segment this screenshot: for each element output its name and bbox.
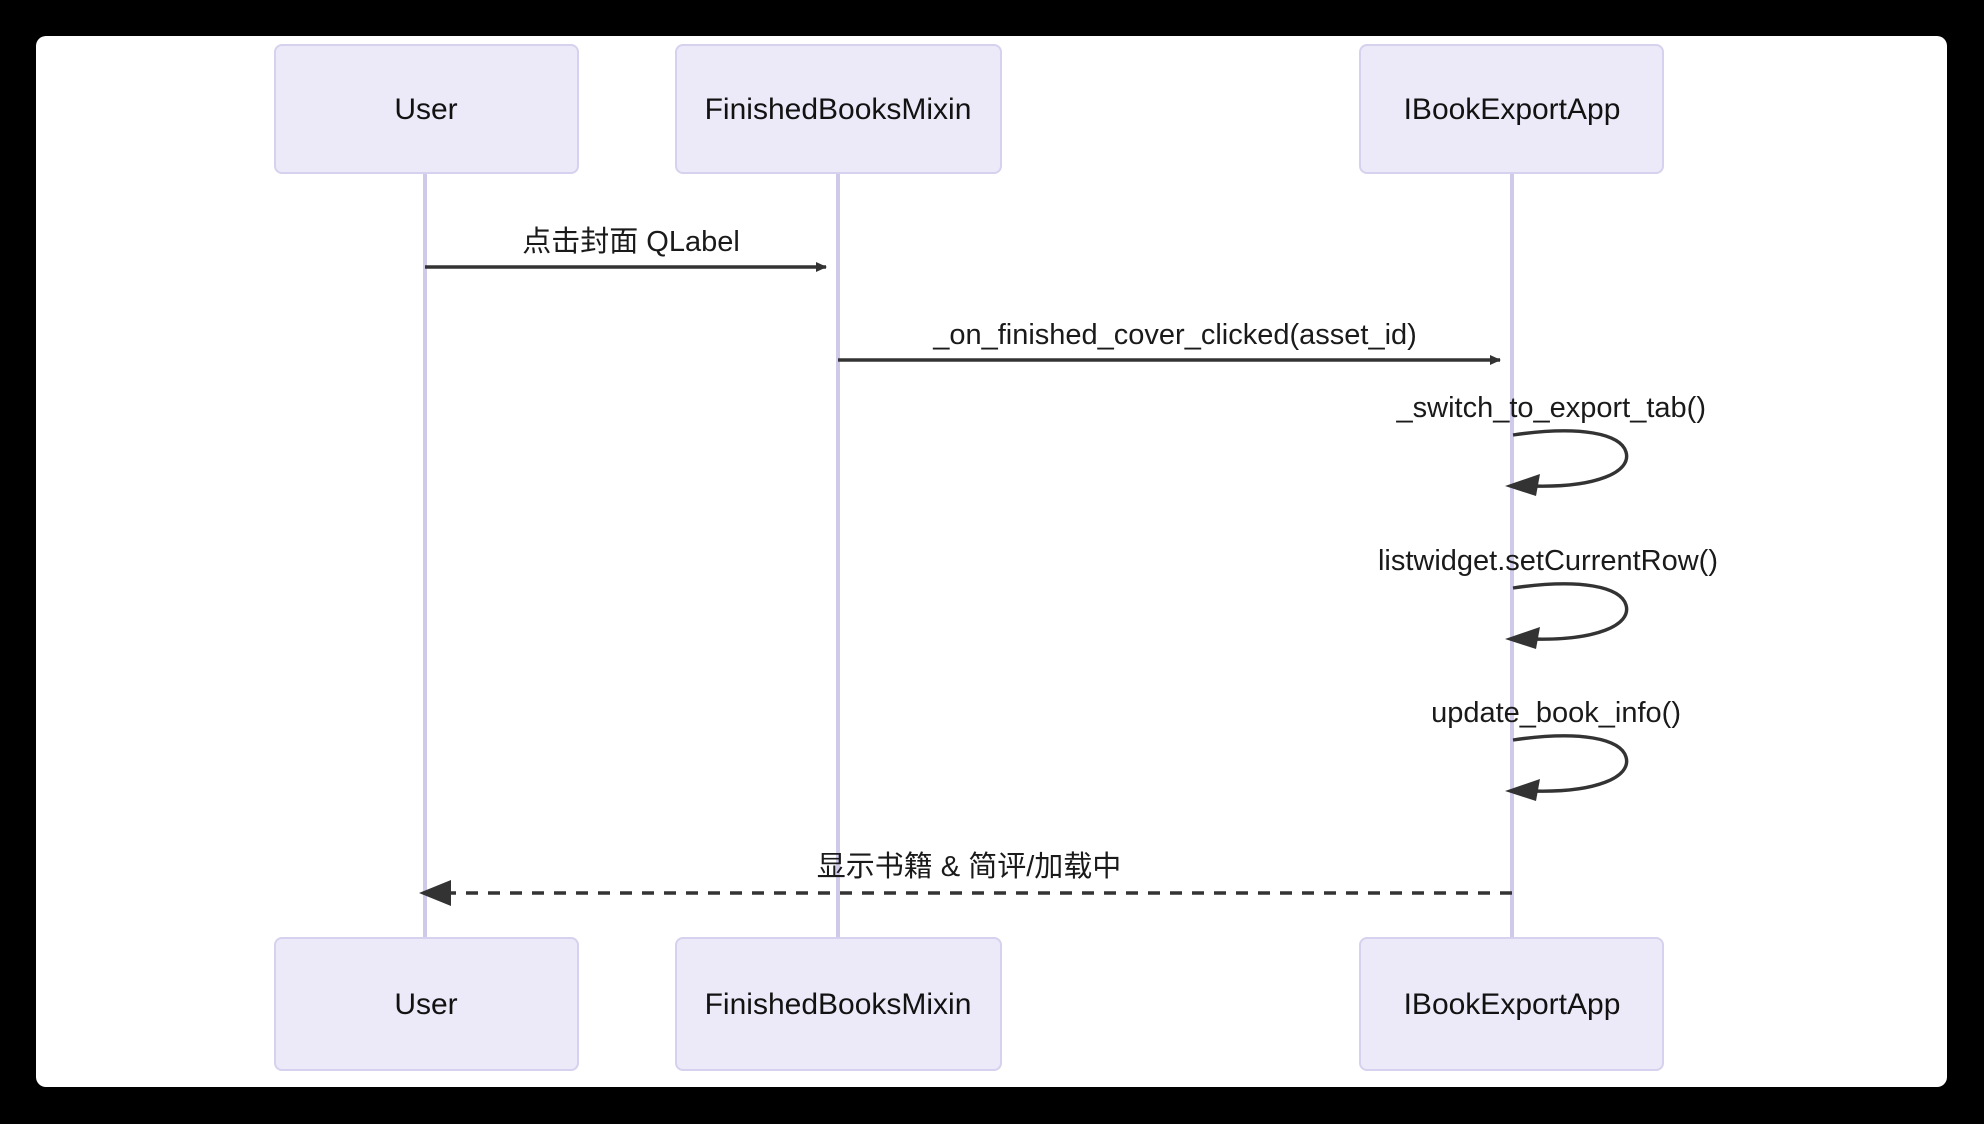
self-loop-arrowhead	[1505, 474, 1540, 496]
participant-rect	[1359, 937, 1664, 1071]
participant-box-mixin-bottom[interactable]: FinishedBooksMixin	[675, 937, 1002, 1071]
participant-boxes-top: User FinishedBooksMixin IBookExportApp	[274, 44, 1664, 174]
self-loop-arrowhead	[1505, 627, 1540, 649]
self-loop-path	[1512, 734, 1629, 793]
message-label: 显示书籍 & 简评/加载中	[817, 850, 1122, 883]
self-loop-arrowhead	[1505, 779, 1540, 801]
participant-box-user-top[interactable]: User	[274, 44, 579, 174]
message-5-update-book-info[interactable]: update_book_info()	[1431, 697, 1681, 801]
participant-label: IBookExportApp	[1404, 988, 1621, 1021]
participant-rect	[675, 937, 1002, 1071]
message-label: _switch_to_export_tab()	[1396, 392, 1707, 424]
message-label: listwidget.setCurrentRow()	[1378, 545, 1718, 577]
participant-rect	[1359, 44, 1664, 174]
participant-rect	[274, 44, 579, 174]
message-2-on-finished-cover-clicked[interactable]: _on_finished_cover_clicked(asset_id)	[838, 319, 1501, 365]
participant-label: FinishedBooksMixin	[705, 988, 972, 1021]
diagram-canvas: User FinishedBooksMixin IBookExportApp 点…	[36, 36, 1947, 1087]
participant-box-user-bottom[interactable]: User	[274, 937, 579, 1071]
message-6-return-show-book[interactable]: 显示书籍 & 简评/加载中	[419, 850, 1512, 906]
participant-label: IBookExportApp	[1404, 93, 1621, 126]
message-label: update_book_info()	[1431, 697, 1681, 729]
participant-rect	[274, 937, 579, 1071]
participant-label: FinishedBooksMixin	[705, 93, 972, 126]
message-label: 点击封面 QLabel	[522, 225, 740, 258]
lifelines	[423, 173, 1514, 938]
participant-label: User	[394, 988, 457, 1021]
participant-label: User	[394, 93, 457, 126]
message-4-listwidget-setcurrentrow[interactable]: listwidget.setCurrentRow()	[1378, 545, 1718, 649]
participant-box-app-top[interactable]: IBookExportApp	[1359, 44, 1664, 174]
self-loop-path	[1512, 582, 1629, 641]
message-label: _on_finished_cover_clicked(asset_id)	[932, 319, 1417, 351]
return-arrowhead	[419, 880, 451, 906]
self-loop-path	[1512, 429, 1629, 488]
participant-rect	[675, 44, 1002, 174]
message-3-switch-to-export-tab[interactable]: _switch_to_export_tab()	[1396, 392, 1707, 496]
message-1-click-cover[interactable]: 点击封面 QLabel	[425, 225, 827, 272]
participant-boxes-bottom: User FinishedBooksMixin IBookExportApp	[274, 937, 1664, 1071]
sequence-diagram-svg: User FinishedBooksMixin IBookExportApp 点…	[274, 44, 1718, 1071]
participant-box-app-bottom[interactable]: IBookExportApp	[1359, 937, 1664, 1071]
participant-box-mixin-top[interactable]: FinishedBooksMixin	[675, 44, 1002, 174]
